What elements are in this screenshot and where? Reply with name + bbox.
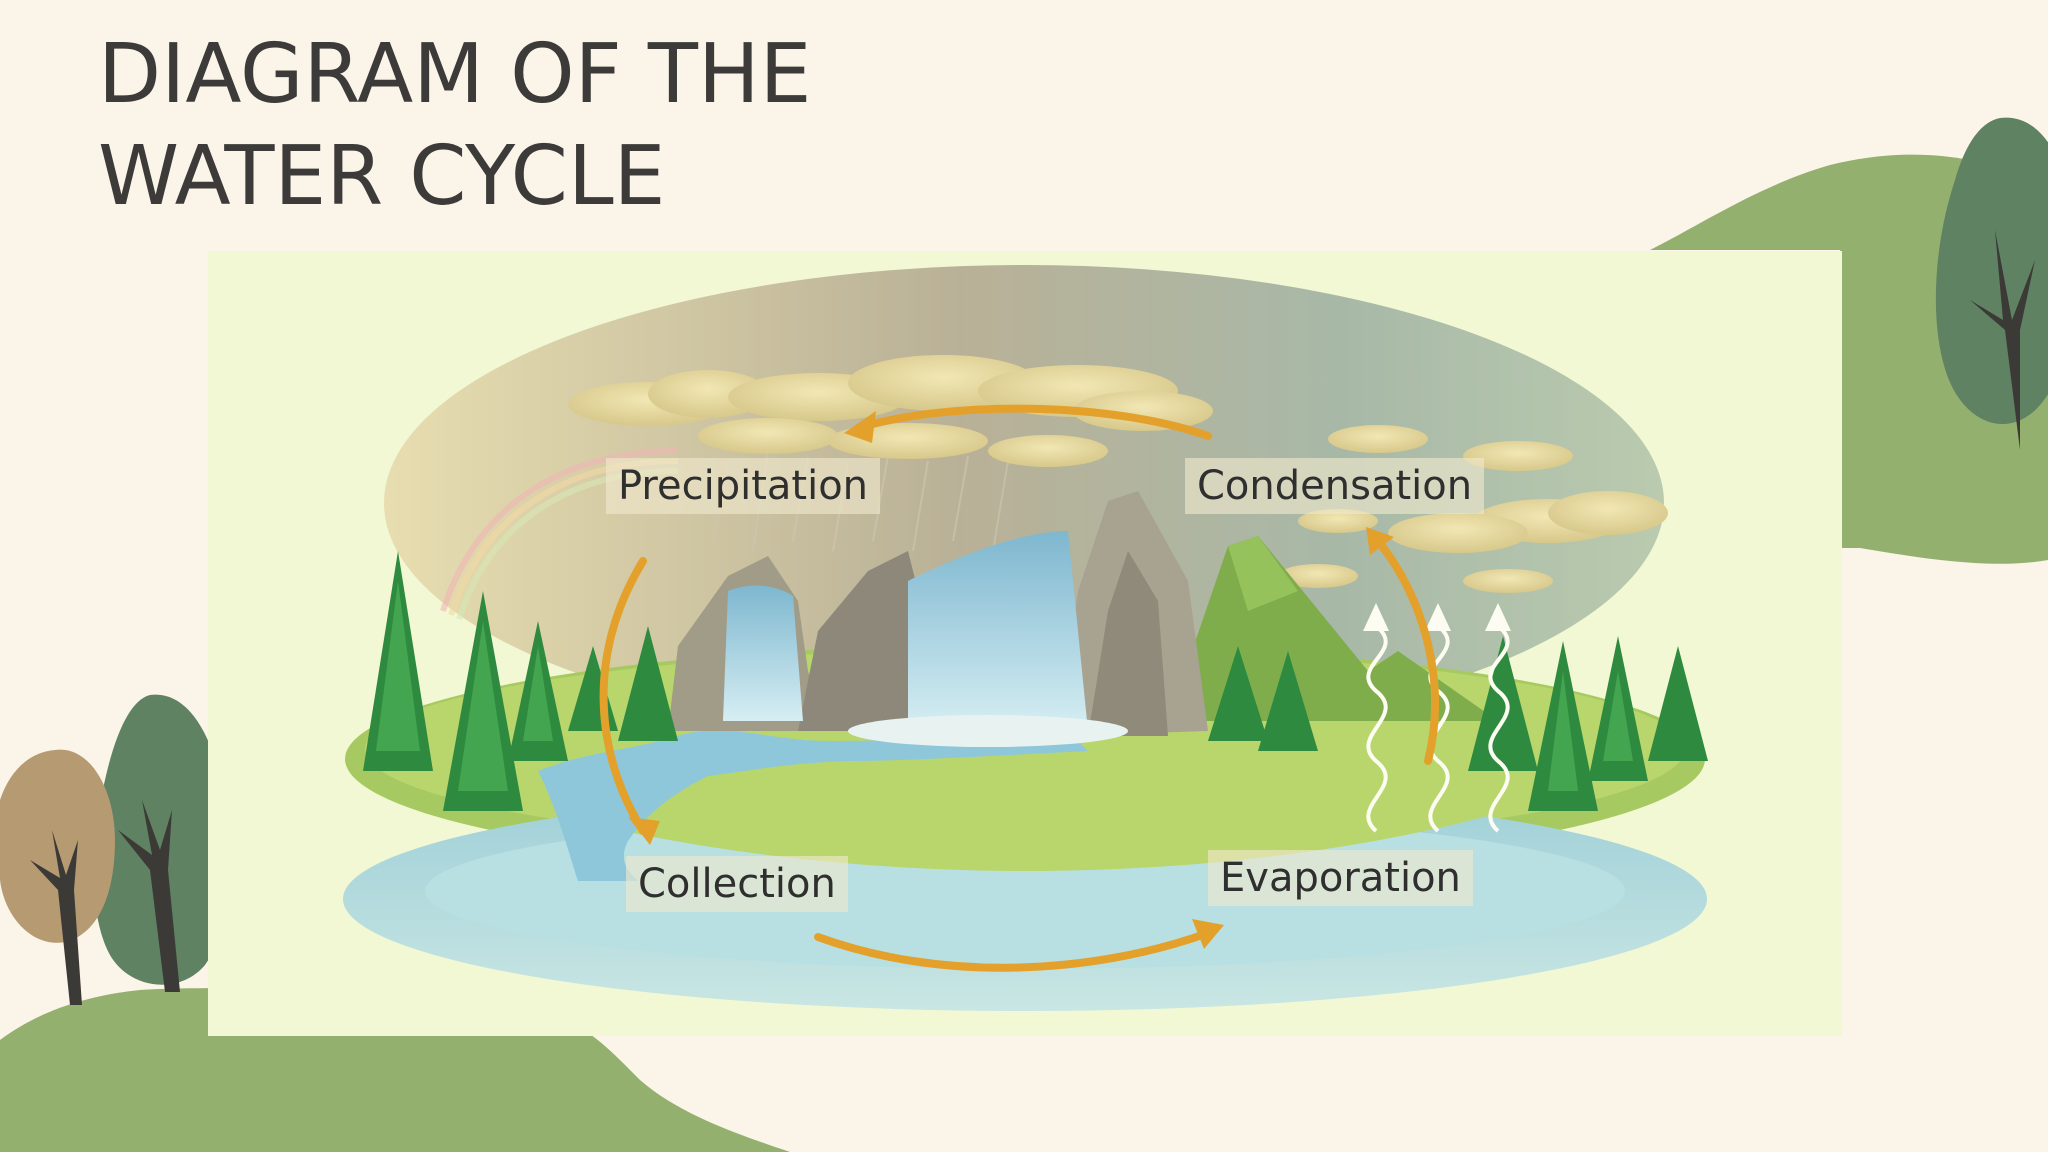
- evaporation-arrows: [1366, 624, 1510, 833]
- waterfall-large: [908, 531, 1088, 731]
- slide-title-line-1: DIAGRAM OF THE: [98, 27, 812, 122]
- cycle-arrows: [599, 404, 1439, 972]
- tree-bottom-left-green: [93, 694, 232, 992]
- label-evaporation: Evaporation: [1208, 850, 1473, 906]
- slide-title-line-2: WATER CYCLE: [98, 129, 666, 224]
- pine-trees-left: [363, 551, 678, 811]
- water-cycle-illustration: [208, 251, 1842, 1036]
- waterfall-small: [723, 585, 803, 721]
- cycle-arrowheads: [628, 411, 1394, 949]
- label-precipitation: Precipitation: [606, 458, 881, 514]
- label-collection: Collection: [626, 856, 848, 912]
- label-condensation: Condensation: [1185, 458, 1485, 514]
- evaporation-arrowheads: [1363, 603, 1511, 631]
- slide-title: DIAGRAM OF THE WATER CYCLE: [98, 24, 811, 228]
- tree-bottom-left-tan: [0, 749, 115, 1005]
- arrow-evaporation-to-condensation: [1374, 537, 1439, 765]
- river: [538, 730, 1088, 881]
- arrow-precipitation-to-collection: [599, 557, 647, 835]
- clouds: [568, 355, 1668, 593]
- pine-trees-right: [1208, 636, 1708, 811]
- hill-bottom-left: [0, 988, 790, 1152]
- arrow-condensation-to-precipitation: [854, 404, 1212, 440]
- arrow-collection-to-evaporation: [814, 929, 1212, 972]
- tree-top-right: [1935, 117, 2048, 450]
